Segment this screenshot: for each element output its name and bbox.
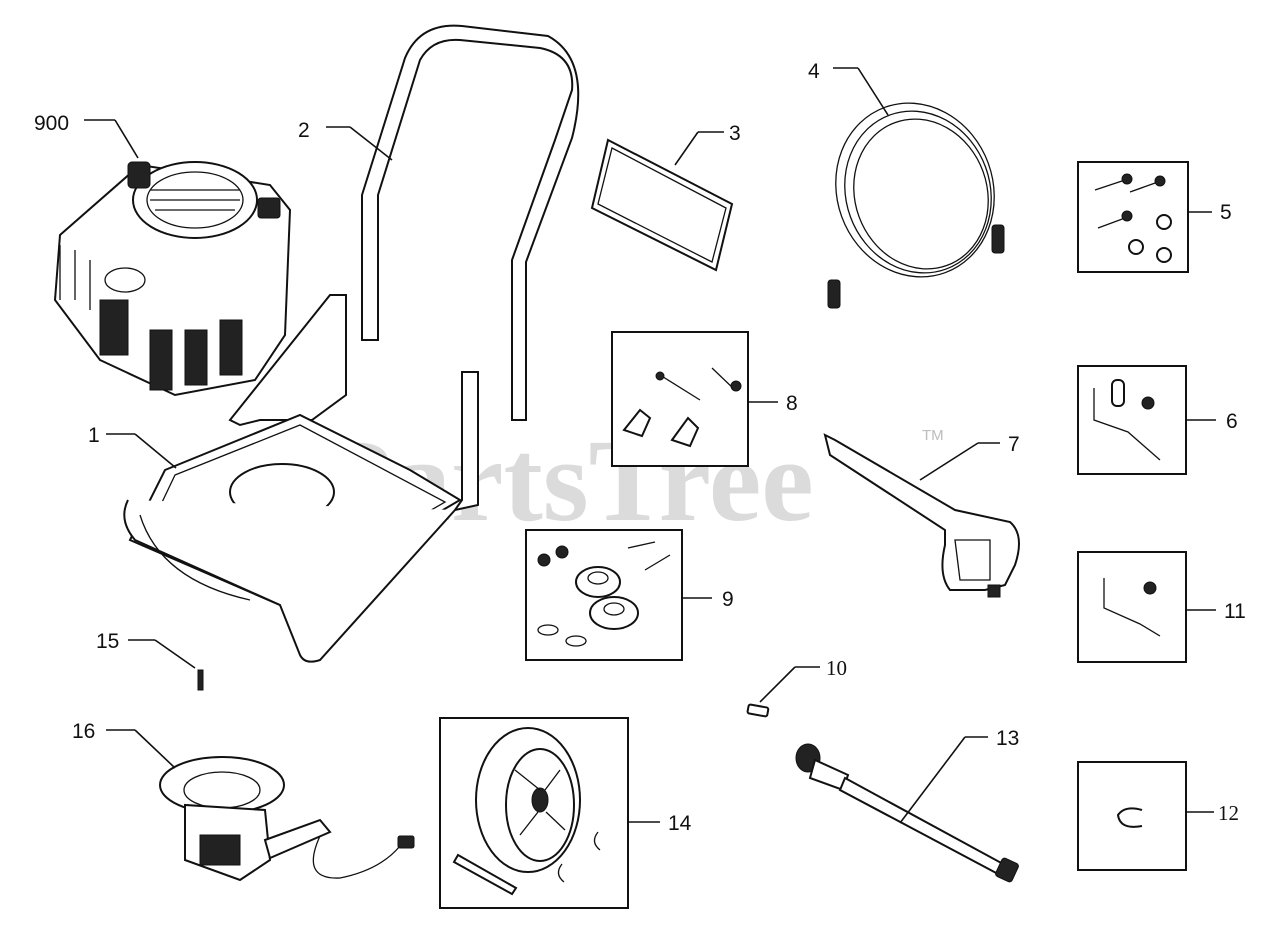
part-1-frame[interactable] [123, 294, 479, 663]
watermark-trademark: TM [922, 427, 944, 444]
callout-13[interactable]: 13 [996, 727, 1019, 750]
part-6-axle-kit[interactable] [1077, 365, 1187, 475]
callout-4[interactable]: 4 [808, 60, 820, 83]
part-10-nozzle[interactable] [746, 703, 770, 718]
part-15-pin[interactable] [197, 669, 204, 691]
callout-5[interactable]: 5 [1220, 201, 1232, 224]
callout-9[interactable]: 9 [722, 588, 734, 611]
callout-900[interactable]: 900 [34, 112, 69, 135]
callout-3[interactable]: 3 [729, 122, 741, 145]
part-8-hardware-kit[interactable] [611, 331, 749, 467]
callout-10[interactable]: 10 [826, 656, 847, 680]
part-16-pump[interactable] [159, 756, 415, 882]
callout-6[interactable]: 6 [1226, 410, 1238, 433]
part-12-clip[interactable] [1077, 761, 1187, 871]
part-900-engine[interactable] [53, 161, 292, 397]
leader-7-diag [919, 442, 979, 481]
part-7-spray-gun[interactable] [823, 433, 1020, 598]
callout-1[interactable]: 1 [88, 424, 100, 447]
part-14-wheel-kit[interactable] [439, 717, 629, 909]
part-13-wand[interactable] [795, 743, 1019, 883]
part-4-hose[interactable] [812, 81, 1019, 309]
part-5-bolt-kit[interactable] [1077, 161, 1189, 273]
callout-15[interactable]: 15 [96, 630, 119, 653]
leader-10-diag [759, 666, 796, 703]
callout-7[interactable]: 7 [1008, 433, 1020, 456]
part-11-axle-pin[interactable] [1077, 551, 1187, 663]
leader-4-diag [857, 67, 889, 116]
leader-3-diag [674, 131, 699, 166]
leader-1-diag [134, 433, 177, 469]
leader-15-diag [154, 639, 196, 669]
leader-900-diag [114, 119, 139, 159]
part-3-label[interactable] [590, 138, 734, 272]
leader-2-diag [349, 126, 393, 161]
part-9-wheel-kit[interactable] [525, 529, 683, 661]
callout-12[interactable]: 12 [1218, 801, 1239, 825]
part-2-handle[interactable] [361, 24, 580, 421]
callout-8[interactable]: 8 [786, 392, 798, 415]
callout-11[interactable]: 11 [1224, 600, 1246, 623]
leader-16-diag [134, 729, 176, 769]
callout-16[interactable]: 16 [72, 720, 95, 743]
callout-2[interactable]: 2 [298, 119, 310, 142]
callout-14[interactable]: 14 [668, 812, 692, 835]
leader-13-diag [899, 736, 966, 824]
